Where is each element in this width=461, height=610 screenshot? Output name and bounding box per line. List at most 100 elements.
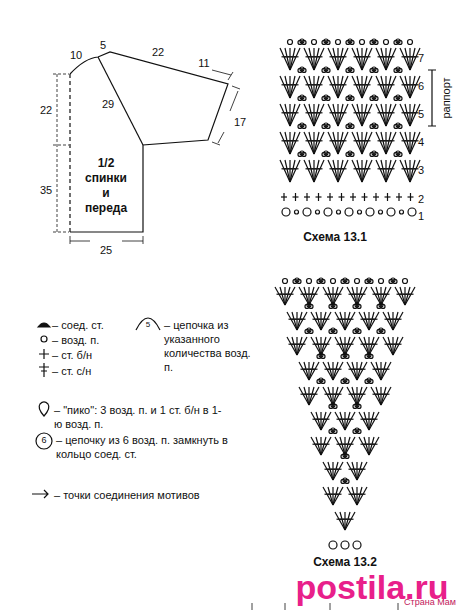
stitch [333,462,343,480]
stitch [357,362,362,380]
stitch [357,160,362,182]
stitch [280,48,290,70]
stitch [309,304,313,308]
dimension-label: 7 [418,52,424,64]
stitch [340,337,345,355]
stitch [359,437,369,455]
stitch [290,160,295,182]
stitch [350,196,356,197]
stitch [357,304,361,308]
stitch [350,68,354,72]
stitch [333,462,338,480]
stitch [302,124,306,128]
stitch [304,48,314,70]
stitch [316,210,320,214]
dimension-label: 3 [418,164,424,176]
stitch [369,279,373,283]
stitch [345,512,355,530]
stitch [297,337,307,355]
stitch [302,68,306,72]
stitch [318,112,323,113]
stitch [302,96,306,100]
stitch [359,337,369,355]
stitch [362,132,367,154]
stitch [359,312,369,330]
stitch [309,160,314,182]
stitch [345,479,349,483]
dimension-label: 10 [70,49,82,61]
stitch [290,132,300,154]
stitch [410,132,415,154]
stitch [301,344,306,345]
stitch [357,487,367,505]
stitch [381,387,386,405]
stitch [373,419,378,420]
stitch [347,462,357,480]
stitch [357,387,367,405]
stitch [323,287,333,305]
stitch [326,96,330,100]
stitch [338,132,348,154]
stitch [350,152,354,156]
stitch [340,312,345,330]
stitch [410,76,415,98]
stitch [290,104,300,126]
stitch [398,68,402,72]
stitch [327,196,333,197]
stitch [398,152,402,156]
stitch [340,412,345,430]
stitch [345,354,349,358]
stitch [280,104,290,126]
stitch [349,419,354,420]
stitch [285,104,290,126]
stitch [400,76,410,98]
stitch [385,369,390,370]
stitch [304,132,314,154]
legend-text: – ст. с/н [52,364,142,378]
stitch [352,104,362,126]
stitch [309,132,314,154]
stitch [299,362,309,380]
stitch [397,344,402,345]
stitch [362,196,368,197]
stitch [294,168,299,169]
stitch [314,132,319,154]
stitch [275,287,285,305]
stitch [345,437,355,455]
stitch [321,312,331,330]
stitch [285,76,290,98]
stitch [379,279,384,284]
stitch [309,76,314,98]
stitch [323,462,333,480]
stitch [337,294,342,295]
stitch [390,168,395,169]
stitch [405,160,410,182]
stitch [381,362,386,380]
stitch [387,208,395,216]
stitch [347,387,357,405]
stitch [352,462,357,480]
stitch [285,287,295,305]
stitch [323,387,333,405]
dimension-label: 2 [418,193,424,205]
stitch [342,84,347,85]
stitch [362,76,367,98]
rapport-bracket [428,70,436,126]
stitch [381,304,385,308]
stitch [321,312,326,330]
stitch [345,312,350,330]
stitch [326,124,330,128]
stitch [386,160,396,182]
dimension-label: 6 [418,80,424,92]
stitch [362,160,372,182]
stitch [345,279,349,283]
stitch [369,337,374,355]
stitch [369,412,374,430]
stitch [345,412,350,430]
stitch [336,40,341,45]
stitch [323,362,333,380]
stitch [381,132,386,154]
stitch [369,379,373,383]
stitch [350,124,354,128]
stitch [349,319,354,320]
